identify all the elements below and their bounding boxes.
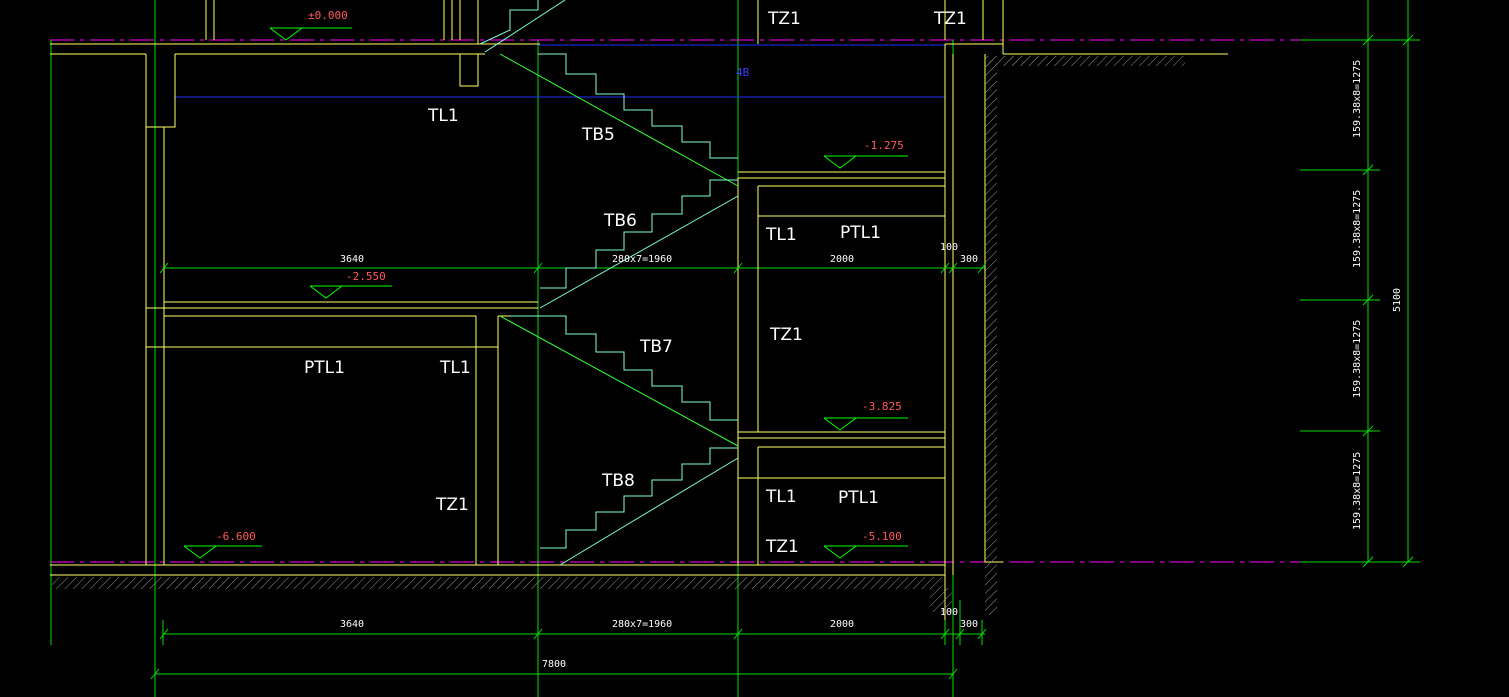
member-tz1-label: TZ1 — [933, 9, 967, 29]
elevation-marker-1 — [823, 155, 908, 169]
member-tb5-label: TB5 — [581, 125, 615, 145]
member-ptl1-label: PTL1 — [304, 358, 345, 378]
dimension-ticks — [150, 34, 1414, 680]
member-tl1-label: TL1 — [439, 358, 471, 378]
member-tb8-label: TB8 — [601, 471, 635, 491]
member-tz1-label: TZ1 — [435, 495, 469, 515]
dim-1960-mid: 280x7=1960 — [612, 254, 672, 265]
member-tz1-label: TZ1 — [767, 9, 801, 29]
dim-2000-bottom: 2000 — [830, 619, 854, 630]
elevation-label-0: ±0.000 — [308, 9, 348, 22]
dim-1275-d: 159.38x8=1275 — [1352, 452, 1363, 530]
member-tl1-label: TL1 — [427, 106, 459, 126]
soil-hatch — [52, 56, 1185, 615]
dim-100-mid: 100 — [940, 242, 958, 253]
elevation-label-3: -3.825 — [862, 400, 902, 413]
dim-1960-bottom: 280x7=1960 — [612, 619, 672, 630]
stairs — [479, 0, 739, 566]
member-ptl1-label: PTL1 — [838, 488, 879, 508]
slab-lines — [175, 44, 945, 98]
member-tz1-label: TZ1 — [769, 325, 803, 345]
elevation-marker-4 — [823, 545, 908, 559]
elevation-marker-0 — [269, 27, 352, 41]
elevation-marker-5 — [183, 545, 262, 559]
member-tb6-label: TB6 — [603, 211, 637, 231]
elevation-label-1: -1.275 — [864, 139, 904, 152]
dim-7800: 7800 — [542, 659, 566, 670]
grid-lines — [50, 0, 1420, 697]
elevation-label-4: -5.100 — [862, 530, 902, 543]
dim-1275-c: 159.38x8=1275 — [1352, 320, 1363, 398]
dim-100-bottom: 100 — [940, 607, 958, 618]
dim-3640-mid: 3640 — [340, 254, 364, 265]
elevation-marker-3 — [823, 417, 908, 431]
member-tz1-label: TZ1 — [765, 537, 799, 557]
walls — [50, 0, 1228, 620]
elevation-label-5: -6.600 — [216, 530, 256, 543]
elevation-markers — [183, 27, 908, 559]
blue-tag-label: 4B — [736, 66, 750, 79]
elevation-labels: ±0.000 -1.275 -2.550 -3.825 -5.100 -6.60… — [216, 9, 904, 543]
dim-300-bottom: 300 — [960, 619, 978, 630]
member-tb7-label: TB7 — [639, 337, 673, 357]
elevation-marker-2 — [309, 285, 392, 299]
dim-1275-b: 159.38x8=1275 — [1352, 190, 1363, 268]
member-labels: TZ1 TZ1 TL1 TB5 TB6 TL1 PTL1 TZ1 TB7 PTL… — [304, 9, 967, 557]
member-tl1-label: TL1 — [765, 487, 797, 507]
member-tl1-label: TL1 — [765, 225, 797, 245]
member-ptl1-label: PTL1 — [840, 223, 881, 243]
dimension-labels: 3640 280x7=1960 2000 100 300 3640 280x7=… — [340, 60, 1403, 670]
axis-lines — [50, 39, 1420, 563]
dim-1275-a: 159.38x8=1275 — [1352, 60, 1363, 138]
dim-3640-bottom: 3640 — [340, 619, 364, 630]
elevation-label-2: -2.550 — [346, 270, 386, 283]
dim-5100: 5100 — [1392, 288, 1403, 312]
dim-2000-mid: 2000 — [830, 254, 854, 265]
dim-300-mid: 300 — [960, 254, 978, 265]
